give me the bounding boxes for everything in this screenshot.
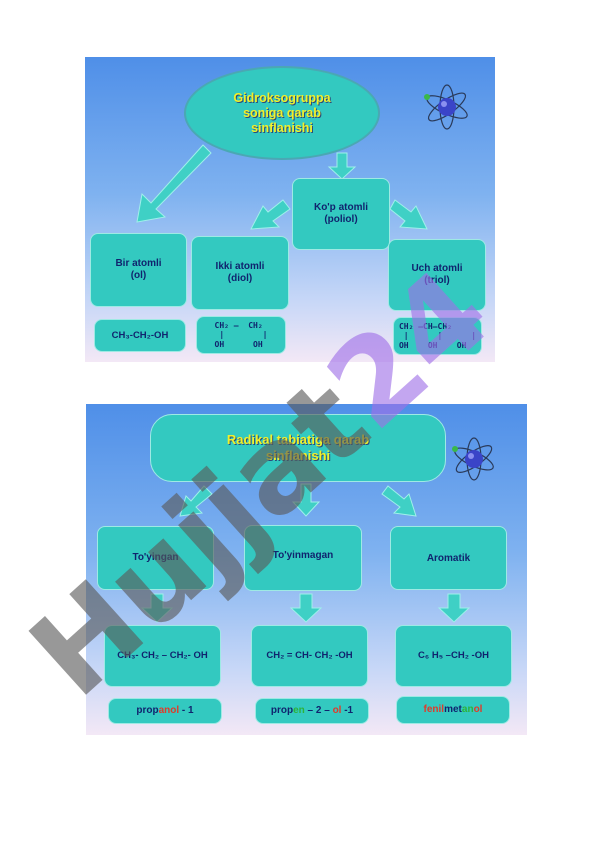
phenylmethanol-name-box: fenilmetanol: [396, 696, 510, 724]
propanol-name: propanol - 1: [136, 705, 193, 718]
triol-formula: CH₂ —CH—CH₂ | | | OH OH OH: [398, 322, 477, 350]
unsaturated-box: To'yinmagan: [244, 525, 362, 591]
title-line-1: Gidroksogruppa: [233, 90, 331, 105]
arrow-aromatic-down: [437, 593, 471, 623]
polyol-label: Ko'p atomli: [313, 201, 369, 213]
name-segment: fenil: [423, 703, 445, 715]
title-line-3: sinflanishi: [251, 120, 313, 135]
arrow-to-saturated: [179, 485, 213, 517]
phenylmethanol-name: fenilmetanol: [424, 704, 483, 717]
propenol-name-box: propen – 2 – ol -1: [255, 698, 369, 724]
name-segment: -1: [341, 704, 354, 716]
arrow-unsaturated-down: [289, 593, 323, 623]
name-segment: anol: [158, 704, 180, 716]
triol-box: Uch atomli (triol): [388, 239, 486, 311]
propanol-name-box: propanol - 1: [108, 698, 222, 724]
polyol-box: Ko'p atomli (poliol): [292, 178, 390, 250]
saturated-box: To'yingan: [97, 526, 214, 590]
arrow-to-unsaturated: [291, 483, 321, 517]
name-segment: en: [293, 704, 305, 716]
name-segment: ol: [332, 704, 342, 716]
slide-hydroxyl-count: Gidroksogruppa soniga qarab sinflanishi …: [85, 57, 495, 362]
slide1-arrows: [136, 84, 468, 230]
title-line-2: sinflanishi: [265, 448, 331, 463]
triol-formula-box: CH₂ —CH—CH₂ | | | OH OH OH: [393, 317, 482, 355]
propenol-name: propen – 2 – ol -1: [271, 705, 353, 718]
name-segment: prop: [270, 704, 294, 716]
arrow-to-triol: [389, 199, 428, 230]
arrow-to-mono: [136, 144, 212, 223]
title-line-1: Radikal tabiatiga qarab: [226, 432, 370, 448]
slide2-arrows: [140, 437, 494, 623]
arrow-to-polyol: [327, 152, 357, 180]
diol-box: Ikki atomli (diol): [191, 236, 289, 310]
propenol-formula: CH₂ = CH- CH₂ -OH: [266, 650, 353, 662]
title-ellipse: Gidroksogruppa soniga qarab sinflanishi: [184, 66, 380, 160]
slide-radical-nature: Radikal tabiatiga qarab sinflanishi To'y…: [86, 404, 527, 735]
name-segment: - 1: [179, 704, 194, 716]
propanol-formula-box: CH₃- CH₂ – CH₂- OH: [104, 625, 221, 687]
triol-sublabel: (triol): [424, 275, 450, 286]
triol-label: Uch atomli: [411, 262, 463, 274]
arrow-to-diol: [250, 199, 291, 230]
diol-sublabel: (diol): [227, 273, 253, 284]
name-segment: prop: [136, 704, 159, 716]
title-line-2: soniga qarab: [243, 105, 321, 120]
mono-formula-box: CH₃-CH₂-OH: [94, 319, 186, 352]
aromatic-label: Aromatik: [426, 553, 471, 564]
diol-formula-box: CH₂ — CH₂ | | OH OH: [196, 316, 286, 354]
polyol-sublabel: (poliol): [324, 214, 358, 225]
propenol-formula-box: CH₂ = CH- CH₂ -OH: [251, 625, 368, 687]
phenylmethanol-formula-box: C₆ H₅ –CH₂ -OH: [395, 625, 512, 687]
phenylmethanol-formula: C₆ H₅ –CH₂ -OH: [418, 650, 489, 662]
diol-label: Ikki atomli: [215, 260, 265, 272]
name-segment: – 2 –: [304, 704, 333, 716]
aromatic-box: Aromatik: [390, 526, 507, 590]
mono-label: Bir atomli: [115, 257, 162, 269]
watermark-main: Hujjat: [4, 353, 393, 723]
ethanol-formula: CH₃-CH₂-OH: [111, 329, 169, 341]
diol-formula: CH₂ — CH₂ | | OH OH: [214, 321, 268, 349]
atom-icon: [452, 437, 494, 481]
watermark-text: Hujjat24: [4, 243, 515, 723]
saturated-label: To'yingan: [132, 551, 179, 563]
unsaturated-label: To'yinmagan: [272, 550, 334, 561]
mono-sublabel: (ol): [130, 270, 147, 281]
name-segment: an: [461, 703, 474, 715]
name-segment: met: [444, 703, 462, 715]
mono-box: Bir atomli (ol): [90, 233, 187, 307]
arrow-to-aromatic: [381, 485, 417, 517]
title-banner: Radikal tabiatiga qarab sinflanishi: [150, 414, 446, 482]
name-segment: ol: [473, 703, 483, 715]
propanol-formula: CH₃- CH₂ – CH₂- OH: [117, 650, 208, 662]
arrow-saturated-down: [140, 593, 174, 623]
atom-icon: [424, 84, 468, 130]
